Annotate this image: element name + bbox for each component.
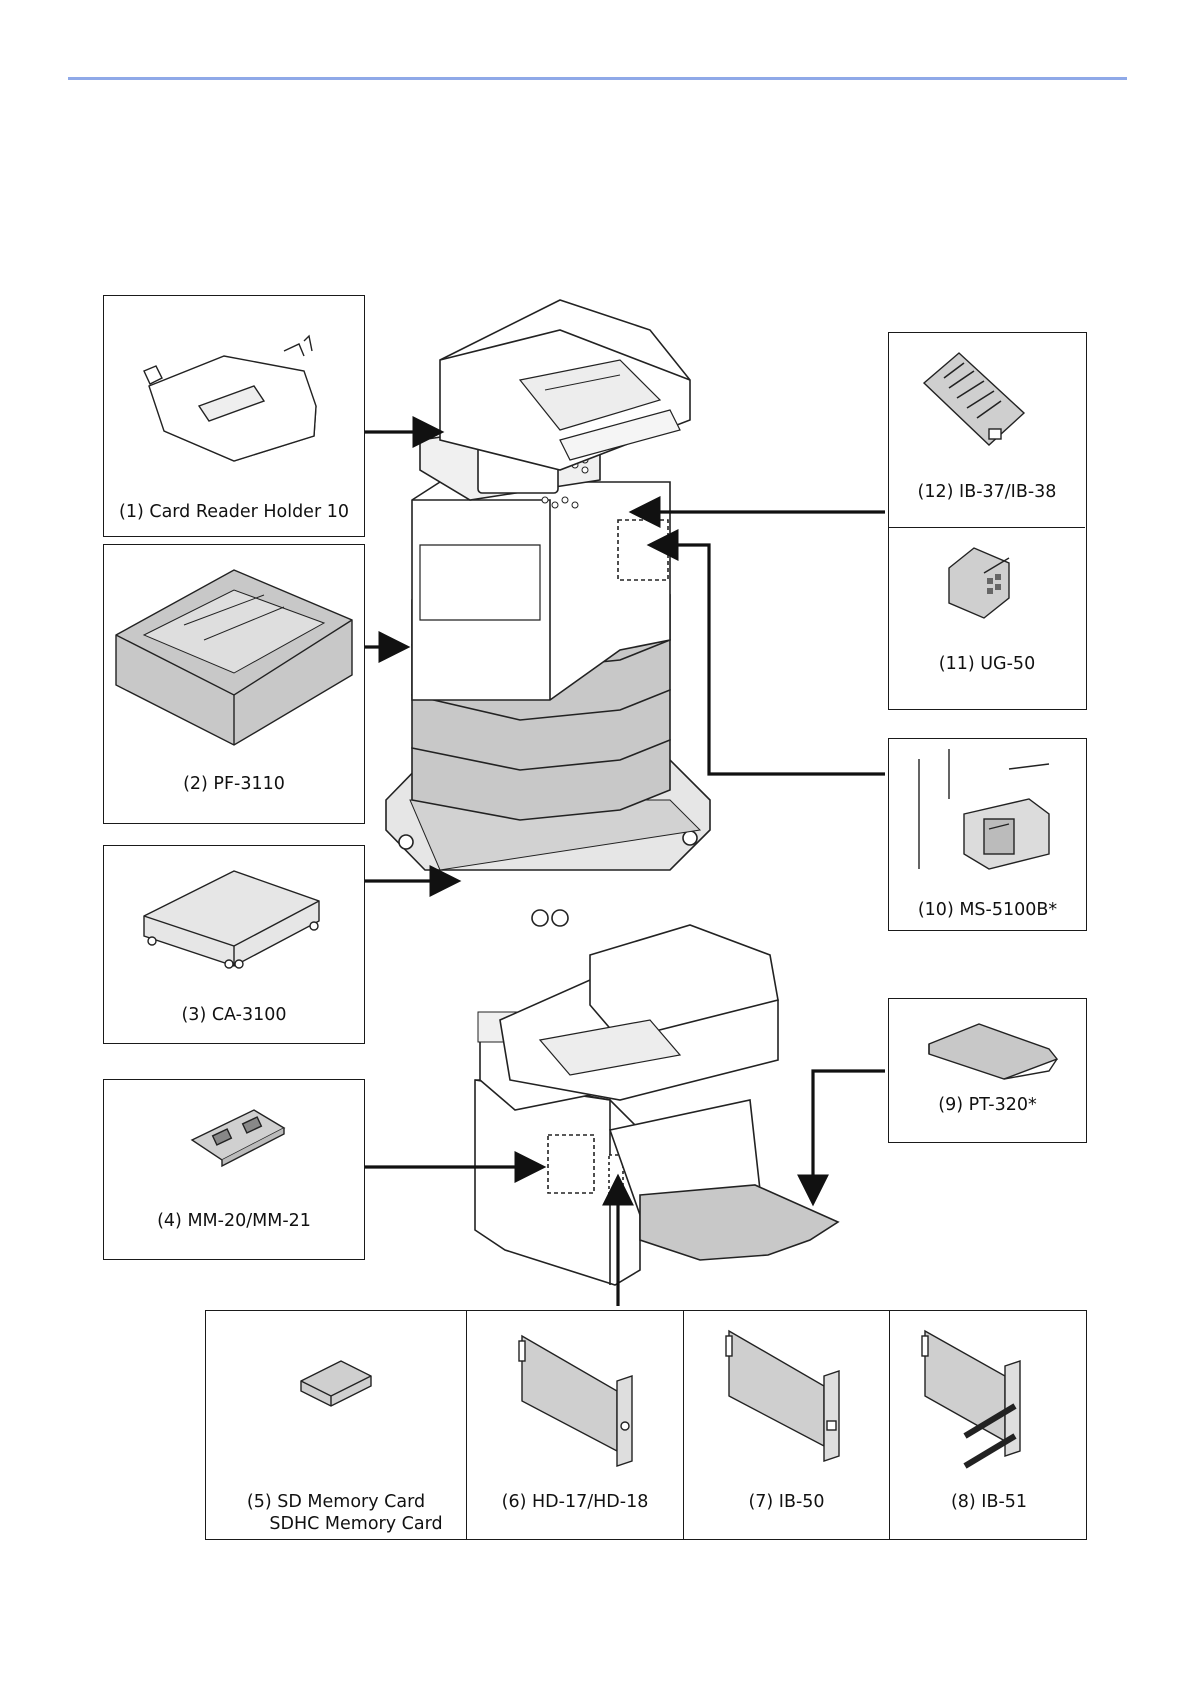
pt320-label: (9) PT-320* [889,1094,1086,1116]
ug50-label: (11) UG-50 [889,653,1085,675]
accessory-ug50: (11) UG-50 [889,528,1085,708]
accessory-ca3100: (3) CA-3100 [103,845,365,1044]
arrow-ms5100b [653,545,885,774]
accessory-pt320: (9) PT-320* [888,998,1087,1143]
ca3100-image [104,846,366,1006]
printer-rear-illustration [475,925,838,1285]
accessory-group-ib37-ug50: (12) IB-37/IB-38 (11) UG-50 [888,332,1087,710]
ms5100b-image [889,739,1085,894]
sd-card-label-line1: (5) SD Memory Card [206,1491,466,1513]
accessory-ib50: (7) IB-50 [684,1311,890,1539]
printer-front-illustration [386,300,710,926]
sd-card-label-line2: SDHC Memory Card [246,1513,466,1535]
ug50-image [889,528,1085,648]
accessory-pf3110: (2) PF-3110 [103,544,365,824]
card-reader-holder-image [104,296,366,496]
ib50-image [684,1311,890,1481]
mm20-label: (4) MM-20/MM-21 [104,1210,364,1232]
mm20-image [104,1080,366,1220]
accessory-ib37: (12) IB-37/IB-38 [889,333,1085,528]
ib51-image [890,1311,1088,1481]
accessory-bottom-row: (5) SD Memory Card SDHC Memory Card (6) … [205,1310,1087,1540]
card-reader-holder-label: (1) Card Reader Holder 10 [104,501,364,523]
sd-card-image [206,1311,467,1471]
accessory-ms5100b: (10) MS-5100B* [888,738,1087,931]
accessory-hd17: (6) HD-17/HD-18 [467,1311,684,1539]
ib50-label: (7) IB-50 [684,1491,889,1513]
arrow-pt320 [813,1071,885,1200]
accessory-mm20: (4) MM-20/MM-21 [103,1079,365,1260]
ms5100b-label: (10) MS-5100B* [889,899,1086,921]
pf3110-label: (2) PF-3110 [104,773,364,795]
ib51-label: (8) IB-51 [890,1491,1088,1513]
ca3100-label: (3) CA-3100 [104,1004,364,1026]
accessory-card-reader-holder: (1) Card Reader Holder 10 [103,295,365,537]
accessory-ib51: (8) IB-51 [890,1311,1088,1539]
hd17-image [467,1311,684,1481]
hd17-label: (6) HD-17/HD-18 [467,1491,683,1513]
pf3110-image [104,545,366,775]
pt320-image [889,999,1085,1094]
ib37-label: (12) IB-37/IB-38 [889,481,1085,503]
ib37-image [889,333,1085,483]
accessory-sd-card: (5) SD Memory Card SDHC Memory Card [206,1311,467,1539]
